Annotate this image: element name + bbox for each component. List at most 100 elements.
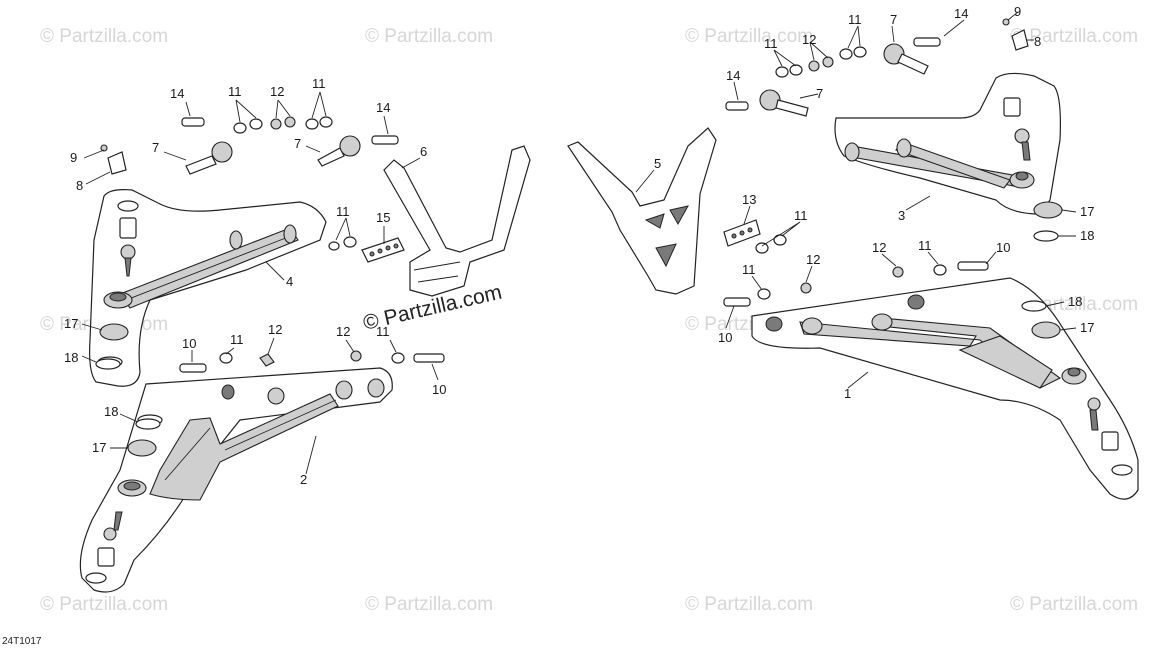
screw-9[interactable] [1002, 18, 1010, 26]
callout-12: 12 [806, 252, 820, 267]
washer-11[interactable] [773, 234, 787, 246]
nut-12[interactable] [808, 60, 820, 72]
watermark: © Partzilla.com [40, 26, 168, 47]
boot-17[interactable] [1031, 321, 1061, 339]
rod-end-7[interactable] [317, 147, 345, 167]
boot-17[interactable] [127, 439, 157, 457]
ring-18[interactable] [1021, 300, 1047, 312]
callout-17: 17 [92, 440, 106, 455]
boot-17[interactable] [1033, 201, 1063, 219]
callout-10: 10 [718, 330, 732, 345]
callout-17: 17 [64, 316, 78, 331]
watermark: © Partzilla.com [365, 26, 493, 47]
part-3-upper-arm-right[interactable] [834, 72, 1061, 215]
bolt-10[interactable] [957, 261, 989, 271]
washer-11[interactable] [789, 64, 803, 76]
leader-lines [81, 11, 1077, 475]
bolt-10[interactable] [413, 353, 445, 363]
callout-11: 11 [918, 238, 932, 253]
washer-11[interactable] [933, 264, 947, 276]
callout-5: 5 [654, 156, 661, 171]
bolt-14[interactable] [913, 37, 941, 47]
ring-18[interactable] [1033, 230, 1059, 242]
bolt-14[interactable] [725, 101, 749, 111]
nut-12[interactable] [800, 282, 812, 294]
clip-8[interactable] [1011, 29, 1029, 51]
callout-10: 10 [996, 240, 1010, 255]
washer-11[interactable] [391, 352, 405, 364]
callout-11: 11 [336, 204, 350, 219]
callout-14: 14 [726, 68, 740, 83]
boot-17[interactable] [99, 323, 129, 341]
callout-14: 14 [170, 86, 184, 101]
callout-4: 4 [286, 274, 293, 289]
washer-11[interactable] [328, 241, 340, 251]
callout-9: 9 [1014, 4, 1021, 19]
washer-11[interactable] [249, 118, 263, 130]
clip-8[interactable] [107, 151, 127, 175]
washer-11[interactable] [775, 66, 789, 78]
washer-11[interactable] [343, 236, 357, 248]
washer-11[interactable] [755, 242, 769, 254]
nut-12[interactable] [892, 266, 904, 278]
washer-11[interactable] [219, 352, 233, 364]
callout-11: 11 [848, 12, 862, 27]
callout-12: 12 [268, 322, 282, 337]
callout-11: 11 [228, 84, 242, 99]
ring-18[interactable] [135, 418, 161, 430]
watermark: © Partzilla.com [1010, 26, 1138, 47]
callout-7: 7 [152, 140, 159, 155]
part-2-lower-arm-left[interactable] [79, 367, 393, 593]
nut-12[interactable] [822, 56, 834, 68]
callout-18: 18 [1080, 228, 1094, 243]
watermark: © Partzilla.com [685, 26, 813, 47]
part-5-bracket[interactable] [567, 127, 717, 295]
callout-13: 13 [742, 192, 756, 207]
nut-12[interactable] [284, 116, 296, 128]
washer-11[interactable] [233, 122, 247, 134]
washer-11[interactable] [853, 46, 867, 58]
rod-end-7-head[interactable] [339, 135, 361, 157]
callout-6: 6 [420, 144, 427, 159]
callout-3: 3 [898, 208, 905, 223]
callout-7: 7 [816, 86, 823, 101]
hardware-right [723, 18, 1063, 339]
nut-12[interactable] [270, 118, 282, 130]
callout-2: 2 [300, 472, 307, 487]
callout-12: 12 [872, 240, 886, 255]
callout-11: 11 [764, 36, 778, 51]
callout-18: 18 [64, 350, 78, 365]
callout-14: 14 [376, 100, 390, 115]
callout-17: 17 [1080, 204, 1094, 219]
washer-11[interactable] [319, 116, 333, 128]
bolt-14[interactable] [181, 117, 205, 127]
callout-12: 12 [270, 84, 284, 99]
rod-end-7[interactable] [897, 53, 929, 75]
screw-9[interactable] [100, 144, 108, 152]
bolt-10[interactable] [723, 297, 751, 307]
callout-11: 11 [376, 324, 390, 339]
washer-11[interactable] [305, 118, 319, 130]
bolt-10[interactable] [179, 363, 207, 373]
bolt-14[interactable] [371, 135, 399, 145]
washer-11[interactable] [839, 48, 853, 60]
rod-end-7-head[interactable] [211, 141, 233, 163]
callout-8: 8 [76, 178, 83, 193]
callout-17: 17 [1080, 320, 1094, 335]
callout-7: 7 [890, 12, 897, 27]
ring-18[interactable] [95, 358, 121, 370]
rod-end-7[interactable] [185, 155, 217, 175]
hardware-left [95, 116, 445, 457]
nut-12[interactable] [350, 350, 362, 362]
part-6-bracket[interactable] [383, 145, 531, 297]
watermark: © Partzilla.com [1010, 594, 1138, 615]
nut-12[interactable] [259, 353, 275, 367]
callout-11: 11 [794, 208, 808, 223]
watermark: © Partzilla.com [40, 594, 168, 615]
diagram-reference-code: 24T1017 [2, 636, 42, 647]
rod-end-7[interactable] [775, 99, 809, 117]
washer-11[interactable] [757, 288, 771, 300]
part-15-plate[interactable] [361, 237, 405, 263]
part-13-plate[interactable] [723, 219, 761, 247]
